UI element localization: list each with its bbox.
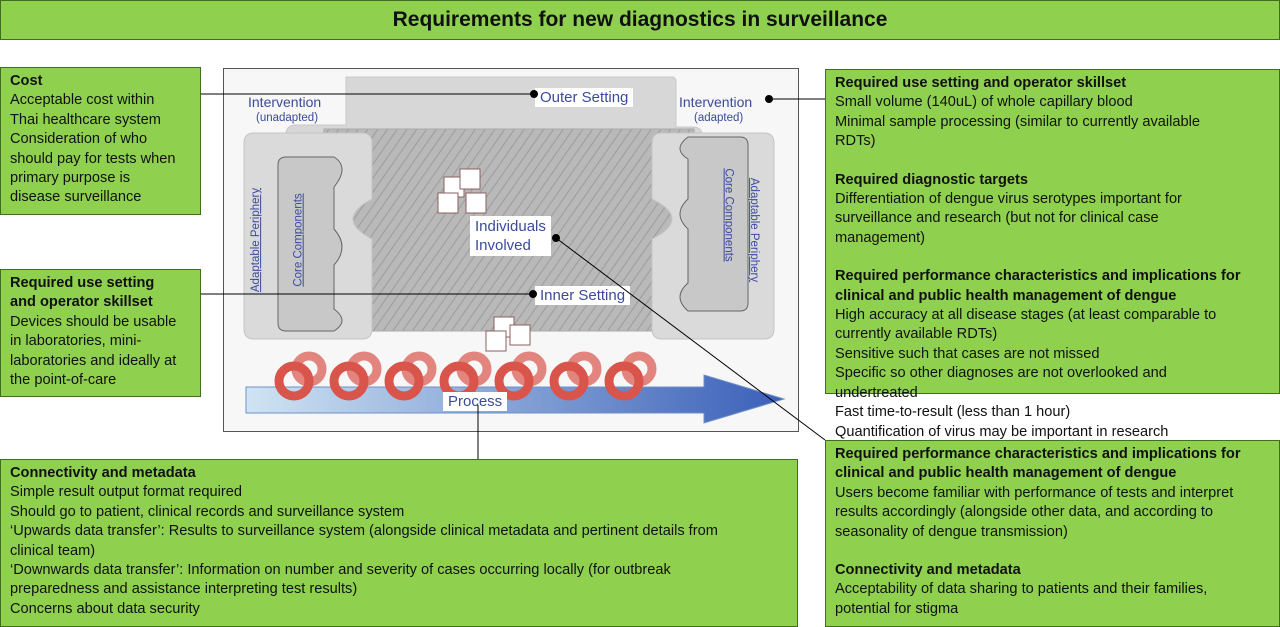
core-components-right-shape: [679, 136, 749, 312]
performance-line: Sensitive such that cases are not missed: [835, 345, 1100, 362]
conn-line: clinical team): [10, 542, 96, 559]
use-line: in laboratories, mini-: [10, 333, 142, 350]
targets-line: management): [835, 229, 926, 246]
use-line: Small volume (140uL) of whole capillary …: [835, 94, 1133, 111]
process-coil: [291, 351, 327, 387]
conn-line: Should go to patient, clinical records a…: [10, 503, 405, 520]
performance-heading: clinical and public health management of…: [835, 287, 1177, 304]
intervention-left-label: Intervention: [248, 94, 322, 110]
adaptable-periphery-left-label: Adaptable Periphery: [250, 187, 263, 293]
cost-line: Acceptable cost within: [10, 92, 155, 109]
intervention-right-sublabel: (adapted): [694, 112, 744, 124]
conn-heading: Connectivity and metadata: [835, 562, 1021, 579]
use-line: Minimal sample processing (similar to cu…: [835, 113, 1200, 130]
process-coil: [511, 351, 547, 387]
core-components-right-label: Core Components: [722, 168, 735, 262]
title-banner: Requirements for new diagnostics in surv…: [0, 0, 1280, 40]
performance-line: Users become familiar with performance o…: [835, 484, 1234, 501]
process-label: Process: [443, 392, 508, 411]
performance-heading: Required performance characteristics and…: [835, 268, 1241, 285]
process-coil: [401, 351, 437, 387]
person-icon: [459, 168, 481, 190]
use-line: laboratories and ideally at: [10, 352, 177, 369]
cost-line: primary purpose is: [10, 170, 131, 187]
page-title: Requirements for new diagnostics in surv…: [392, 8, 888, 31]
conn-line: potential for stigma: [835, 600, 959, 617]
targets-heading: Required diagnostic targets: [835, 171, 1028, 188]
use-line: Devices should be usable: [10, 313, 177, 330]
inner-setting-label: Inner Setting: [535, 286, 631, 305]
performance-line: currently available RDTs): [835, 326, 998, 343]
use-heading: Required use setting: [10, 275, 155, 291]
person-icon: [465, 192, 487, 214]
conn-line: Acceptability of data sharing to patient…: [835, 581, 1208, 598]
performance-line: seasonality of dengue transmission): [835, 523, 1068, 540]
performance-line: undertreated: [835, 384, 918, 401]
individuals-icons: [437, 168, 531, 352]
targets-line: Differentiation of dengue virus serotype…: [835, 191, 1182, 208]
cost-line: Thai healthcare system: [10, 111, 161, 128]
core-components-left-shape: [277, 156, 343, 332]
adaptable-periphery-right-label: Adaptable Periphery: [748, 177, 761, 283]
use-line: RDTs): [835, 133, 876, 150]
intervention-right-label: Intervention: [679, 94, 753, 110]
performance-heading: Required performance characteristics and…: [835, 446, 1241, 462]
conn-line: Concerns about data security: [10, 600, 200, 617]
process-coil: [456, 351, 492, 387]
core-components-left-label: Core Components: [292, 193, 305, 287]
person-icon: [485, 330, 507, 352]
conn-line: preparedness and assistance interpreting…: [10, 581, 358, 598]
performance-line: High accuracy at all disease stages (at …: [835, 307, 1217, 324]
cost-heading: Cost: [10, 73, 43, 89]
outer-setting-label: Outer Setting: [535, 88, 634, 107]
targets-line: surveillance and research (but not for c…: [835, 210, 1159, 227]
cost-line: disease surveillance: [10, 189, 142, 206]
performance-line: Fast time-to-result (less than 1 hour): [835, 404, 1071, 421]
process-coil: [346, 351, 382, 387]
requirements-box-right-bottom: Required performance characteristics and…: [825, 440, 1280, 627]
cost-line: Consideration of who: [10, 131, 148, 148]
conn-line: ‘Downwards data transfer’: Information o…: [10, 562, 671, 579]
use-setting-box-left: Required use setting and operator skills…: [0, 269, 201, 397]
person-icon: [509, 324, 531, 346]
cost-box: Cost Acceptable cost within Thai healthc…: [0, 67, 201, 215]
conn-line: ‘Upwards data transfer’: Results to surv…: [10, 523, 718, 540]
conn-heading: Connectivity and metadata: [10, 465, 196, 481]
performance-line: Quantification of virus may be important…: [835, 423, 1169, 440]
framework-diagram: Outer Setting Inner Setting Individuals …: [223, 68, 799, 432]
use-heading: and operator skillset: [10, 294, 153, 311]
performance-line: Specific so other diagnoses are not over…: [835, 365, 1167, 382]
individuals-label-line: Individuals: [475, 218, 546, 235]
person-icon: [437, 192, 459, 214]
performance-heading: clinical and public health management of…: [835, 465, 1177, 482]
use-heading: Required use setting and operator skills…: [835, 75, 1127, 91]
conn-line: Simple result output format required: [10, 484, 242, 501]
requirements-box-right-top: Required use setting and operator skills…: [825, 69, 1280, 440]
connectivity-box-left: Connectivity and metadata Simple result …: [0, 459, 798, 627]
cost-line: should pay for tests when: [10, 150, 176, 167]
use-line: the point-of-care: [10, 372, 117, 389]
individuals-label-line: Involved: [475, 237, 531, 254]
individuals-involved-label: Individuals Involved: [470, 216, 551, 256]
performance-line: results accordingly (alongside other dat…: [835, 504, 1214, 521]
intervention-left-sublabel: (unadapted): [256, 112, 319, 124]
